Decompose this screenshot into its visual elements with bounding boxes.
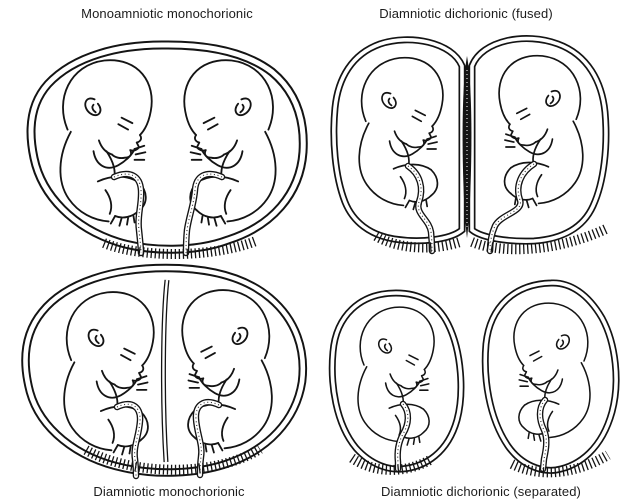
sac-left-outline bbox=[334, 40, 462, 241]
caption-diamniotic-dichorionic-fused: Diamniotic dichorionic (fused) bbox=[379, 6, 553, 21]
panel-diamniotic-dichorionic-fused bbox=[334, 39, 606, 251]
placenta-villi-right bbox=[509, 450, 611, 478]
panel-monoamniotic-monochorionic bbox=[31, 45, 303, 259]
caption-monoamniotic-monochorionic: Monoamniotic monochorionic bbox=[81, 6, 253, 21]
caption-diamniotic-dichorionic-separated: Diamniotic dichorionic (separated) bbox=[381, 484, 581, 499]
panel-diamniotic-dichorionic-separated bbox=[332, 283, 616, 478]
caption-diamniotic-monochorionic: Diamniotic monochorionic bbox=[93, 484, 245, 499]
placenta-villi bbox=[83, 444, 263, 475]
placenta-villi-left bbox=[349, 453, 433, 475]
placenta-villi-right bbox=[470, 224, 609, 255]
panel-diamniotic-monochorionic bbox=[26, 268, 303, 476]
